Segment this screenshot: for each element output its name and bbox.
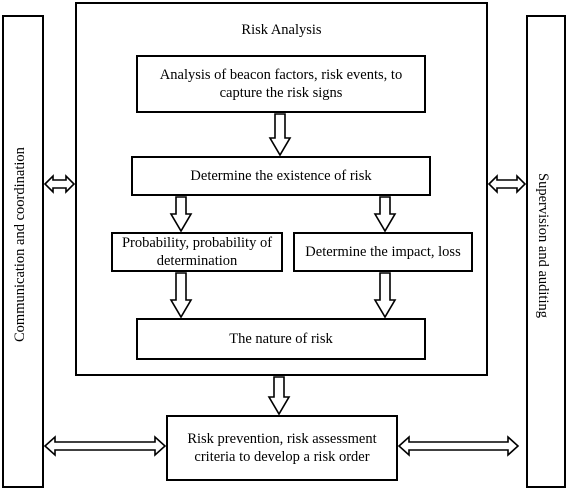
arrow-down-impact-nature [373, 272, 397, 319]
arrow-down-container-prevention [267, 376, 291, 416]
double-arrow-left-prevention [43, 435, 167, 457]
existence-node: Determine the existence of risk [131, 156, 431, 196]
arrow-down-existence-impact [373, 196, 397, 233]
arrow-down-existence-probability [169, 196, 193, 233]
nature-node: The nature of risk [136, 318, 426, 360]
arrow-down-analysis-existence [268, 113, 292, 157]
prevention-node: Risk prevention, risk assessment criteri… [166, 415, 398, 481]
analysis-node: Analysis of beacon factors, risk events,… [136, 55, 426, 113]
double-arrow-prevention-right [397, 435, 520, 457]
supervision-panel [526, 15, 566, 488]
prevention-node-text: Risk prevention, risk assessment criteri… [187, 430, 377, 465]
analysis-node-text: Analysis of beacon factors, risk events,… [159, 66, 403, 101]
nature-node-text: The nature of risk [229, 330, 333, 347]
risk-analysis-title: Risk Analysis [241, 22, 322, 38]
double-arrow-left-container [43, 174, 76, 194]
arrow-down-probability-nature [169, 272, 193, 319]
communication-panel [2, 15, 44, 488]
probability-node-text: Probability, probability of determinatio… [121, 234, 273, 269]
impact-node-text: Determine the impact, loss [305, 243, 461, 260]
probability-node: Probability, probability of determinatio… [111, 232, 283, 272]
impact-node: Determine the impact, loss [293, 232, 473, 272]
supervision-label: Supervision and auditing [535, 172, 551, 318]
existence-node-text: Determine the existence of risk [190, 167, 372, 184]
double-arrow-right-container [487, 174, 527, 194]
